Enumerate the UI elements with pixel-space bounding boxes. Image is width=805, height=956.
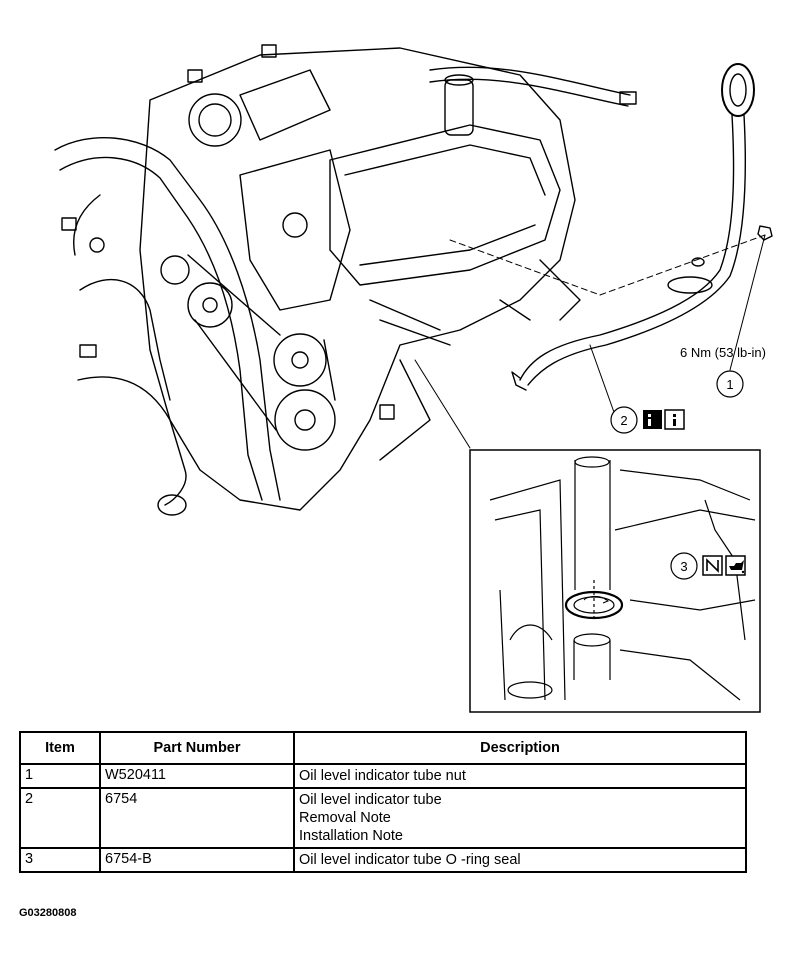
cell-part-number: W520411: [99, 763, 295, 789]
callout-3-number: 3: [680, 559, 687, 574]
oil-level-indicator-tube: [511, 63, 773, 391]
cell-description: Oil level indicator tube nut: [293, 763, 747, 789]
callout-1: 6 Nm (53 lb-in) 1: [680, 345, 766, 398]
info-note-icon: [664, 409, 685, 430]
cell-part-number: 6754-B: [99, 847, 295, 873]
header-part-number: Part Number: [99, 731, 295, 765]
callout-3: 3: [670, 552, 746, 580]
table-row: 3 6754-B Oil level indicator tube O -rin…: [19, 847, 747, 873]
table-header-row: Item Part Number Description: [19, 731, 747, 765]
info-note-icon: [643, 410, 662, 429]
description-line: Oil level indicator tube: [299, 792, 442, 808]
new-part-icon: [702, 555, 723, 576]
callout-2: 2: [610, 406, 685, 434]
inset-detail: [469, 449, 761, 713]
engine-diagram: 6 Nm (53 lb-in) 1 2: [54, 44, 773, 713]
callout-2-number: 2: [620, 413, 627, 428]
cell-part-number: 6754: [99, 787, 295, 849]
figure-id: G03280808: [19, 907, 77, 919]
description-line: Oil level indicator tube nut: [299, 768, 466, 784]
oil-can-icon: [725, 555, 746, 576]
torque-spec-text: 6 Nm (53 lb-in): [680, 345, 766, 360]
cell-item: 2: [19, 787, 101, 849]
cell-description: Oil level indicator tube Removal Note In…: [293, 787, 747, 849]
installation-note-link[interactable]: Installation Note: [299, 828, 403, 844]
cell-description: Oil level indicator tube O -ring seal: [293, 847, 747, 873]
header-item: Item: [19, 731, 101, 765]
description-line: Oil level indicator tube O -ring seal: [299, 852, 521, 868]
removal-note-link[interactable]: Removal Note: [299, 810, 391, 826]
table-row: 1 W520411 Oil level indicator tube nut: [19, 763, 747, 789]
engine-illustration: [54, 44, 637, 516]
cell-item: 1: [19, 763, 101, 789]
header-description: Description: [293, 731, 747, 765]
callout-1-number: 1: [726, 377, 733, 392]
parts-table: Item Part Number Description 1 W520411 O…: [19, 731, 747, 873]
table-row: 2 6754 Oil level indicator tube Removal …: [19, 787, 747, 849]
cell-item: 3: [19, 847, 101, 873]
